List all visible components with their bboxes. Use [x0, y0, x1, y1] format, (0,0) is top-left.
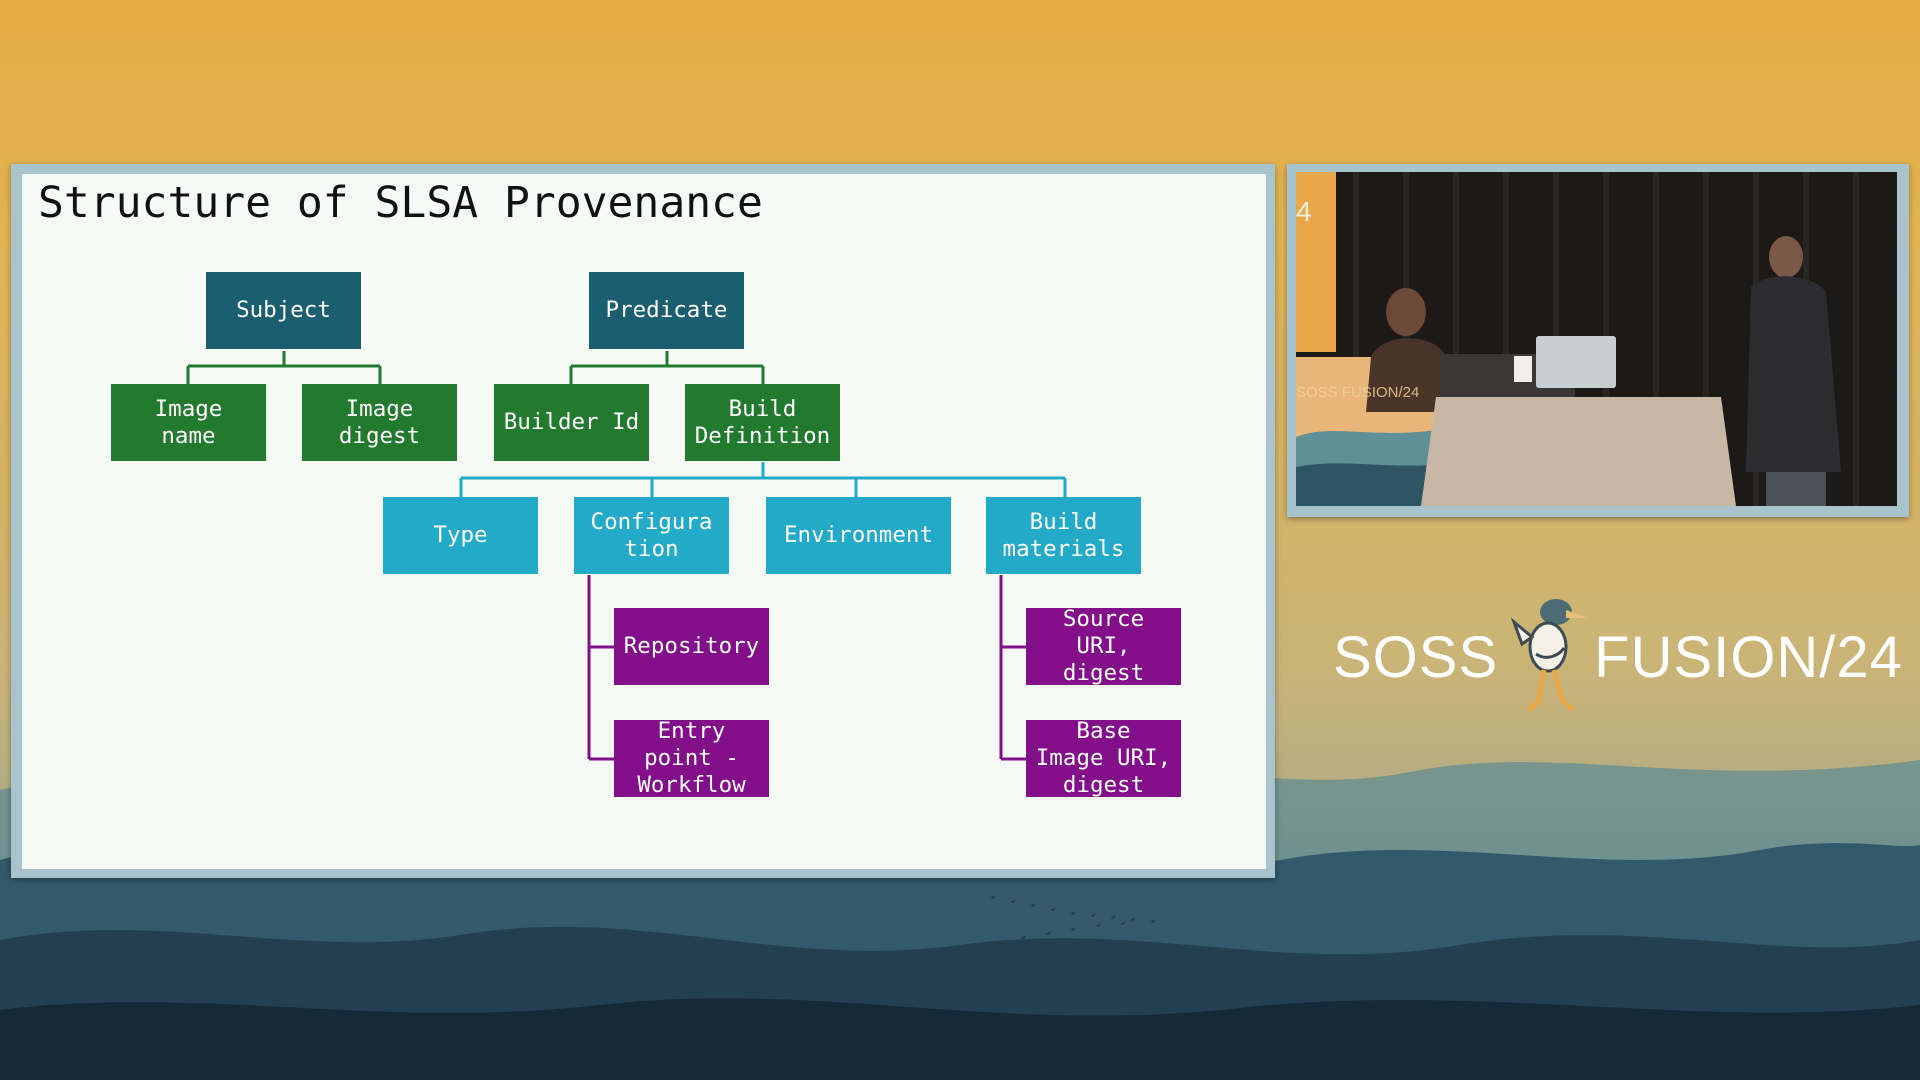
node-repository: Repository	[614, 608, 769, 685]
node-type: Type	[383, 497, 538, 574]
node-subject: Subject	[206, 272, 361, 349]
birds-icon	[965, 895, 1156, 953]
node-base-image: Base Image URI, digest	[1026, 720, 1181, 797]
node-entry-point: Entry point - Workflow	[614, 720, 769, 797]
tree-connectors	[186, 351, 1067, 761]
slide: Structure of SLSA Provenance Subject Pre…	[22, 174, 1266, 869]
roadrunner-mascot-icon	[1510, 599, 1589, 712]
node-build-materials: Build materials	[986, 497, 1141, 574]
node-source-uri: Source URI, digest	[1026, 608, 1181, 685]
podium-sign-text: SOSS FUSION/24	[1296, 384, 1420, 401]
node-image-name: Image name	[111, 384, 266, 461]
slide-title: Structure of SLSA Provenance	[38, 178, 763, 228]
logo-text-fusion: FUSION/24	[1594, 624, 1903, 690]
node-environment: Environment	[766, 497, 951, 574]
speakers-photo	[1296, 172, 1897, 506]
node-predicate: Predicate	[589, 272, 744, 349]
camera-feed: 4 SOSS FUSION/24	[1296, 172, 1897, 506]
stage-number-text: 4	[1296, 196, 1312, 227]
event-logo: SOSS FUSION/24	[1333, 592, 1903, 722]
node-configuration: Configura tion	[574, 497, 729, 574]
node-image-digest: Image digest	[302, 384, 457, 461]
node-builder-id: Builder Id	[494, 384, 649, 461]
logo-text-soss: SOSS	[1333, 624, 1499, 690]
node-build-definition: Build Definition	[685, 384, 840, 461]
